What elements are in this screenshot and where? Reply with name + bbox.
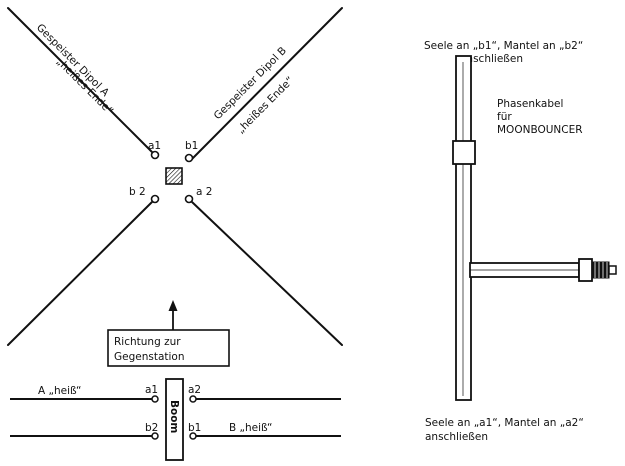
bottom-b1-label: b1 (188, 422, 201, 434)
cable-label-line2: für (497, 111, 512, 123)
cable-connector-sleeve (452, 140, 476, 165)
cable-top-note-line1: Seele an „b1“, Mantel an „b2“ (424, 40, 583, 52)
dipole-a-upper-arm (7, 7, 153, 153)
terminal-a2-label: a 2 (196, 186, 212, 198)
cable-label-line1: Phasenkabel (497, 98, 563, 110)
cable-bottom-note-line2: anschließen (425, 431, 488, 443)
dipole-b-lower-arm (7, 201, 153, 346)
terminal-a2 (184, 194, 194, 204)
terminal-b1 (184, 153, 194, 163)
terminal-a1 (150, 150, 160, 160)
bottom-a2-label: a2 (188, 384, 201, 396)
dipole-b-label: Gespeister Dipol B (212, 45, 289, 122)
b-hot-label: B „heiß“ (229, 422, 273, 434)
bottom-terminal-b1 (189, 432, 197, 440)
a-hot-label: A „heiß“ (38, 385, 81, 397)
center-feed-block (165, 167, 183, 185)
cable-label-line3: MOONBOUNCER (497, 124, 583, 136)
dipole-b-upper-arm (190, 7, 343, 161)
dipole-a-label: Gespeister Dipol A (34, 22, 112, 100)
bottom-terminal-a1 (151, 395, 159, 403)
bottom-terminal-b2 (151, 432, 159, 440)
boom-label: Boom (168, 400, 180, 433)
terminal-b2 (150, 194, 160, 204)
pl-connector-tip (608, 265, 617, 275)
boom (165, 378, 184, 461)
direction-box-line2: Gegenstation (114, 351, 185, 363)
terminal-b2-label: b 2 (129, 186, 146, 198)
cable-bottom-note-line1: Seele an „a1“, Mantel an „a2“ (425, 417, 584, 429)
direction-box (107, 329, 230, 367)
direction-arrow-head (168, 300, 178, 311)
cable-top-note-line2: anschließen (460, 53, 523, 65)
bottom-terminal-a2 (189, 395, 197, 403)
cable-main-tube (455, 55, 472, 401)
pl-connector-knurl (591, 261, 610, 279)
terminal-a1-label: a1 (148, 140, 161, 152)
terminal-b1-label: b1 (185, 140, 198, 152)
bottom-a1-label: a1 (145, 384, 158, 396)
direction-box-line1: Richtung zur (114, 336, 181, 348)
bottom-b2-label: b2 (145, 422, 158, 434)
pl-connector-body (578, 258, 593, 282)
dipole-a-lower-arm (191, 201, 343, 346)
